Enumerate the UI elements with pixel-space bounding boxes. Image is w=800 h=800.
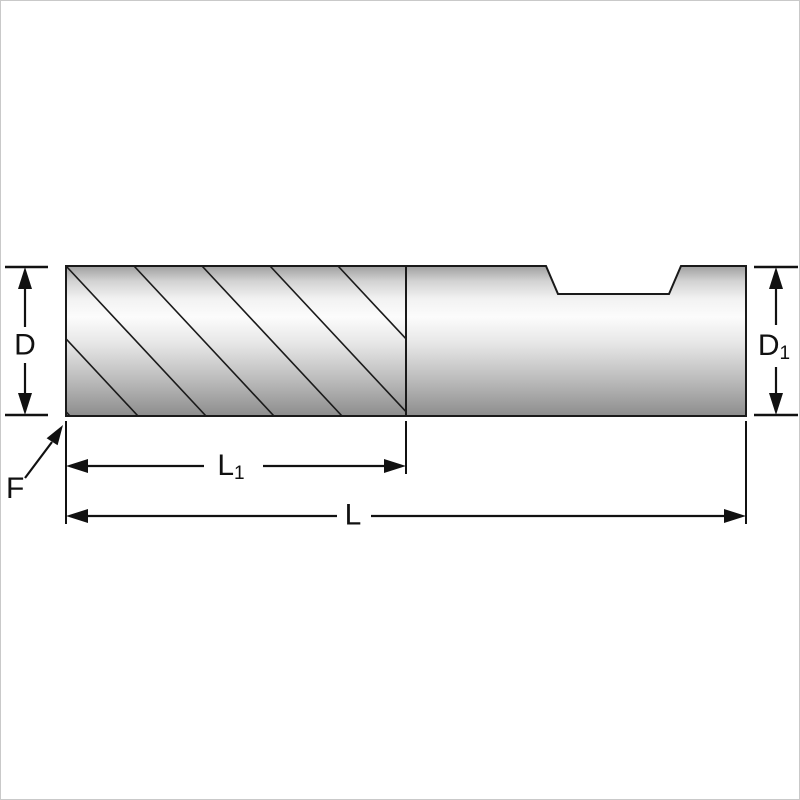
d-arrowhead-up: [18, 267, 32, 289]
l1-dimension: L1: [66, 449, 406, 484]
flute-line: [201, 266, 343, 416]
label-d1: D1: [758, 329, 790, 364]
l1-arrowhead-right: [384, 459, 406, 473]
l-arrowhead-left: [66, 509, 88, 523]
label-d1-base: D: [758, 329, 780, 362]
l1-arrowhead-left: [66, 459, 88, 473]
label-l1: L1: [217, 449, 244, 484]
label-l1-subscript: 1: [234, 463, 245, 484]
tool-body: [65, 265, 747, 417]
flute-line: [66, 266, 207, 416]
flute-line: [269, 266, 406, 413]
flute-line: [66, 337, 139, 416]
d1-arrowhead-down: [769, 393, 783, 415]
f-callout: F: [6, 425, 63, 505]
d-arrowhead-down: [18, 393, 32, 415]
label-f: F: [6, 472, 24, 505]
flute-hatching: [66, 266, 406, 416]
flute-line: [133, 266, 275, 416]
flute-line: [337, 266, 406, 341]
f-arrowhead: [46, 425, 63, 446]
d1-arrowhead-up: [769, 267, 783, 289]
label-l1-base: L: [217, 449, 234, 482]
f-leader-line: [24, 441, 53, 479]
label-d1-subscript: 1: [780, 343, 791, 364]
l-arrowhead-right: [724, 509, 746, 523]
d1-dimension: D1: [754, 265, 798, 417]
d-dimension: D: [5, 265, 48, 417]
label-d: D: [14, 329, 36, 362]
l-dimension: L: [66, 499, 746, 532]
label-l: L: [345, 499, 362, 532]
